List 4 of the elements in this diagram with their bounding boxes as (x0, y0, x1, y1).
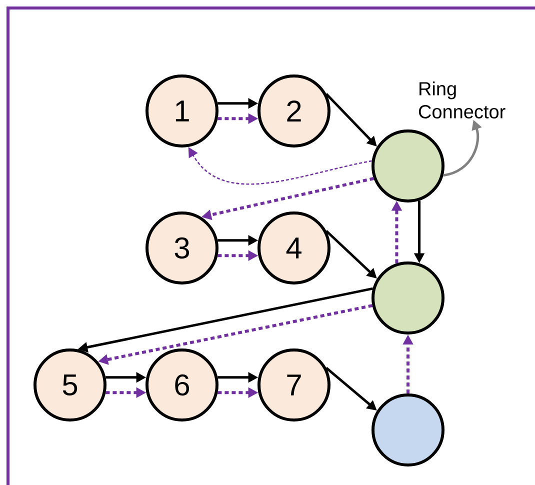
node-circle (372, 394, 444, 466)
callout-label: Ring Connector (418, 82, 506, 118)
node-circle (372, 130, 444, 202)
node-circle (372, 262, 444, 334)
